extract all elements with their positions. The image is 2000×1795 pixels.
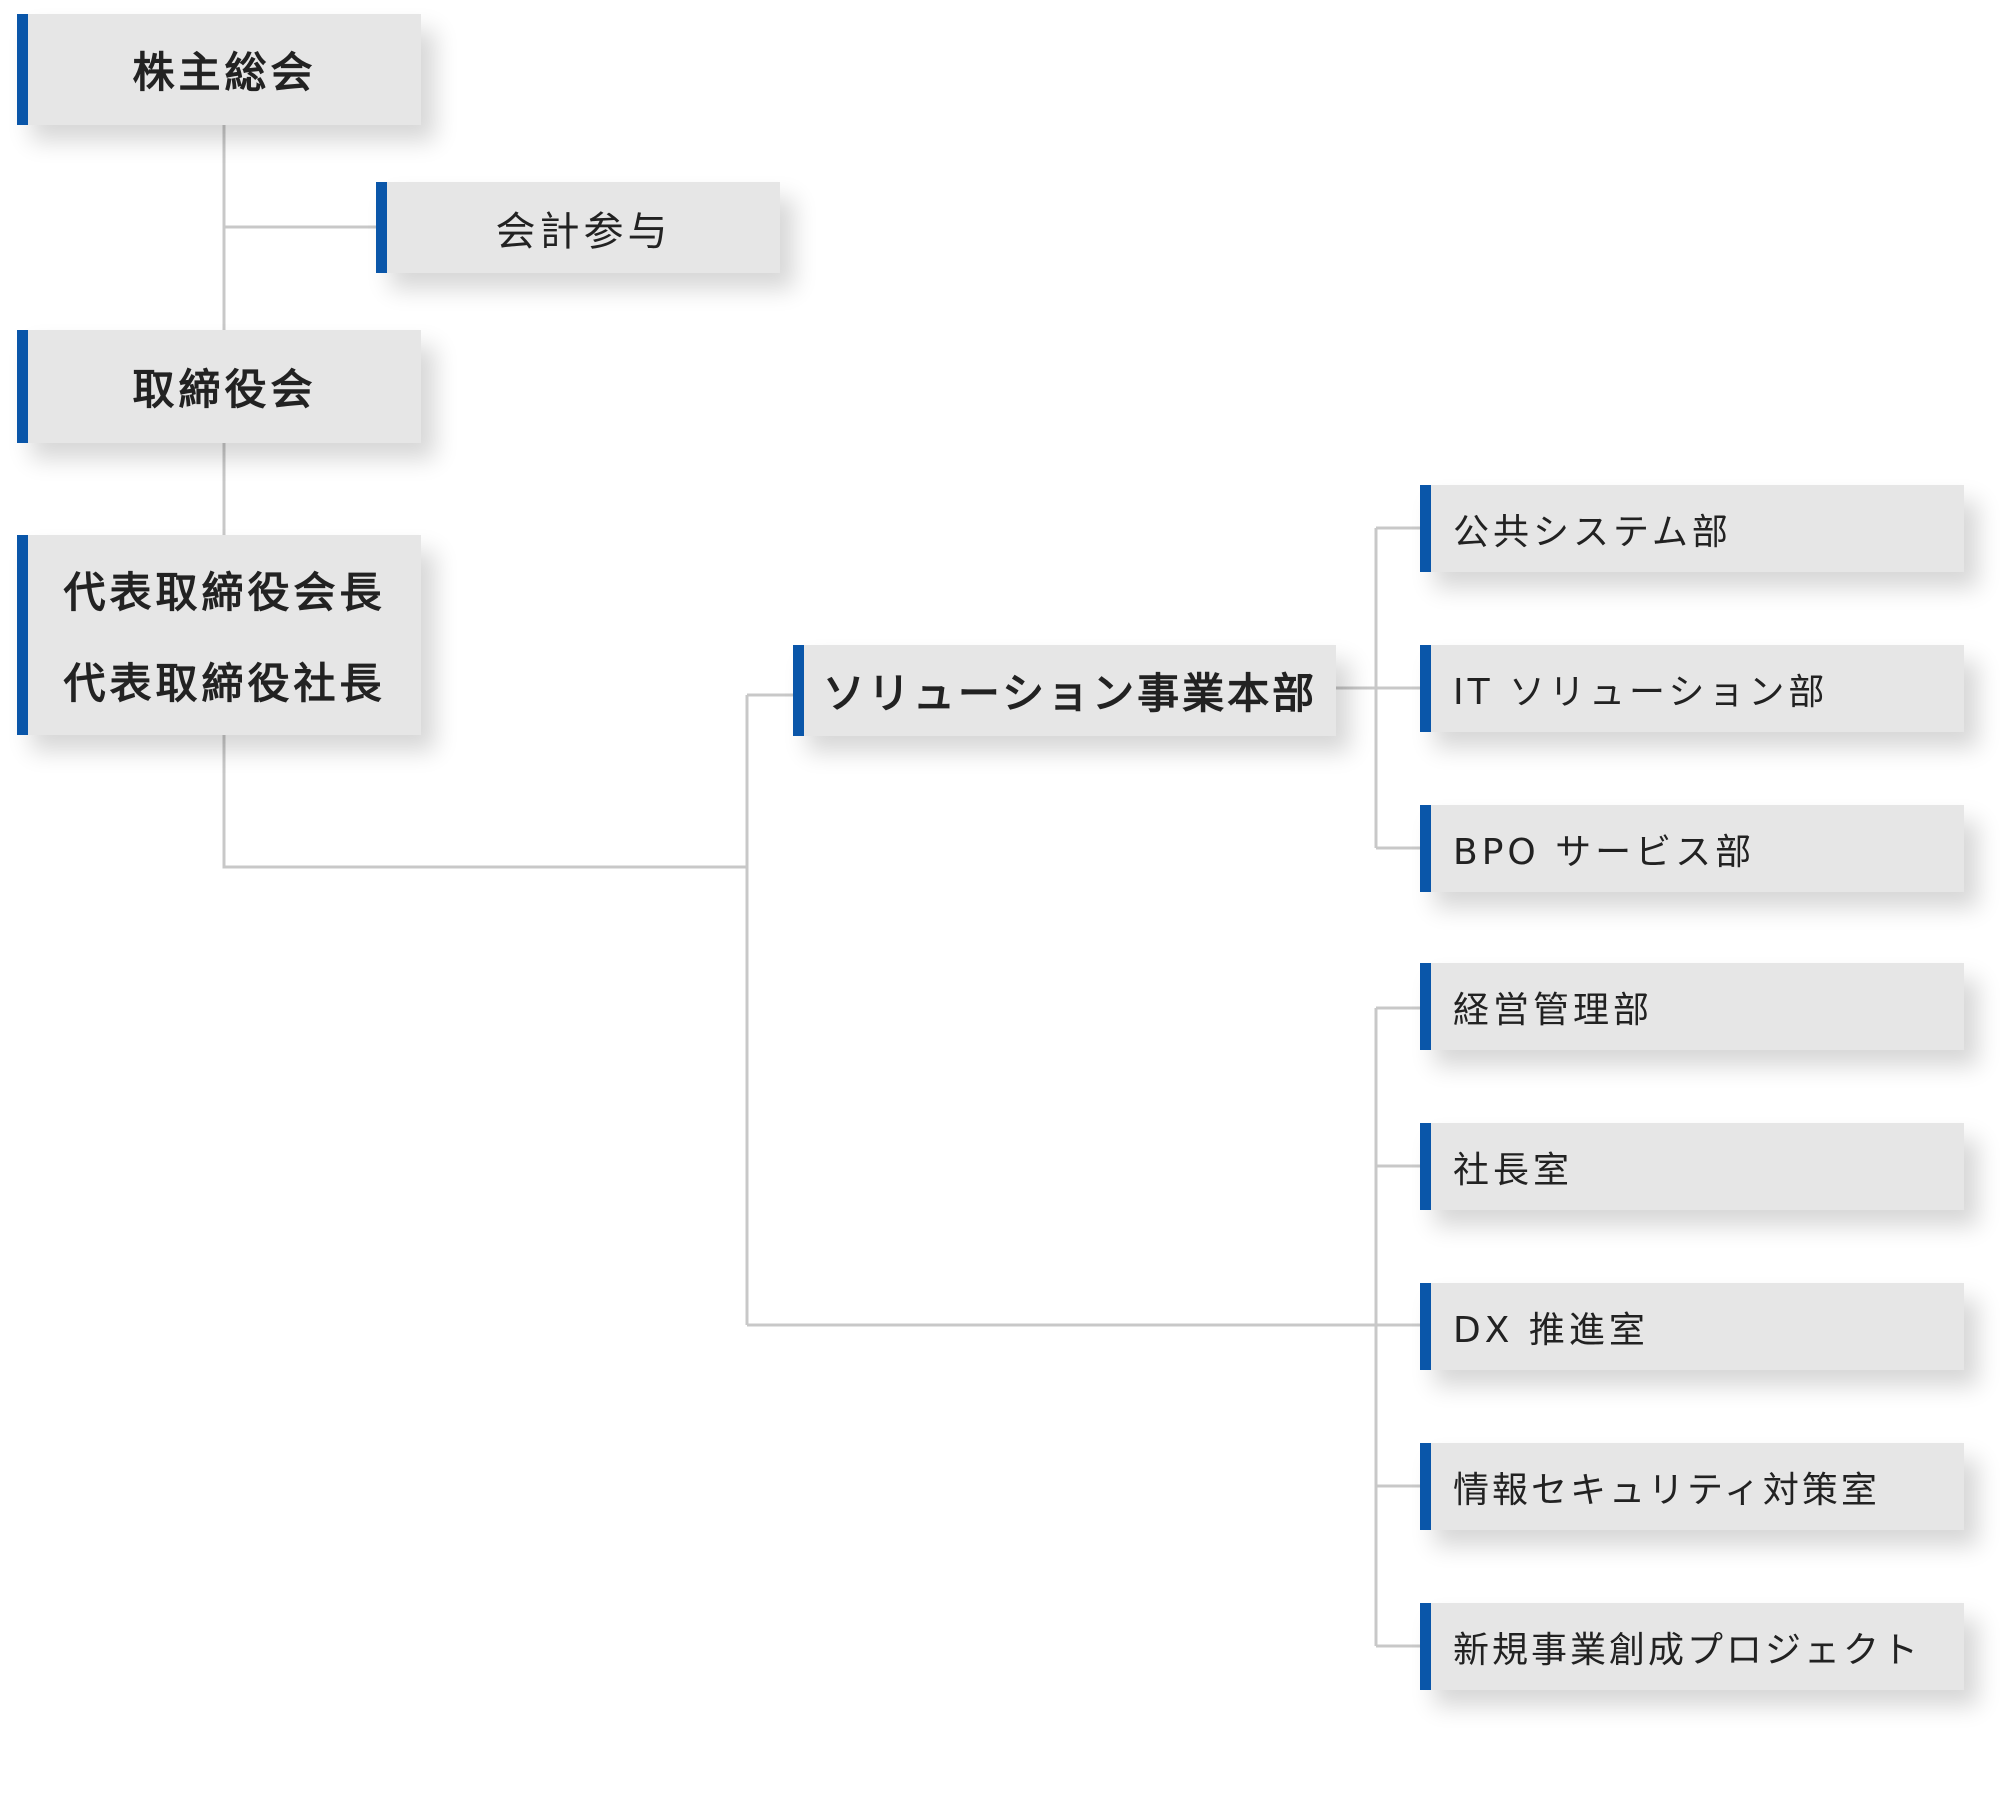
node-label: 取締役会	[132, 365, 317, 414]
node-public-systems-dept: 公共システム部	[1420, 485, 1964, 572]
node-label: 社長室	[1453, 1149, 1574, 1191]
node-label: 情報セキュリティ対策室	[1453, 1469, 1880, 1511]
node-label-chairman: 代表取締役会長	[63, 568, 386, 617]
node-board-of-directors: 取締役会	[17, 330, 421, 443]
node-shareholders-meeting: 株主総会	[17, 14, 421, 125]
node-label: 公共システム部	[1453, 511, 1732, 553]
node-label: IT ソリューション部	[1453, 671, 1829, 713]
node-president-office: 社長室	[1420, 1123, 1964, 1210]
node-dx-office: DX 推進室	[1420, 1283, 1964, 1370]
node-label: DX 推進室	[1453, 1309, 1649, 1351]
node-label-president: 代表取締役社長	[63, 659, 386, 708]
node-solutions-division: ソリューション事業本部	[793, 645, 1336, 736]
node-label: 新規事業創成プロジェクト	[1453, 1629, 1922, 1671]
node-label: 会計参与	[495, 208, 672, 255]
node-it-solutions-dept: IT ソリューション部	[1420, 645, 1964, 732]
node-accounting-advisor: 会計参与	[376, 182, 780, 273]
node-label: 株主総会	[132, 48, 317, 97]
node-management-dept: 経営管理部	[1420, 963, 1964, 1050]
node-label: ソリューション事業本部	[822, 669, 1318, 718]
node-label: 経営管理部	[1453, 989, 1654, 1031]
node-label: BPO サービス部	[1453, 831, 1756, 873]
node-bpo-services-dept: BPO サービス部	[1420, 805, 1964, 892]
node-infosec-office: 情報セキュリティ対策室	[1420, 1443, 1964, 1530]
node-new-business-project: 新規事業創成プロジェクト	[1420, 1603, 1964, 1690]
node-representative-directors: 代表取締役会長 代表取締役社長	[17, 535, 421, 735]
connector-representatives-trunk	[222, 735, 747, 869]
